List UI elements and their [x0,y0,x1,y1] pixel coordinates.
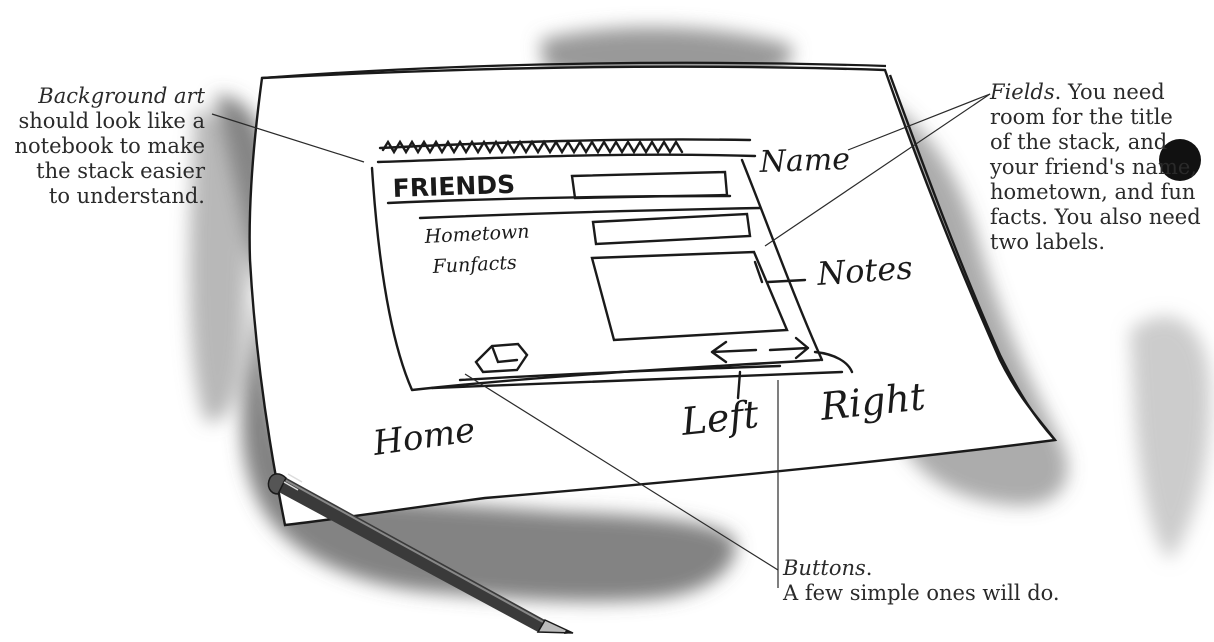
sketch-funfacts-label: Funfacts [431,252,517,278]
buttons-lead-suffix: . [866,556,873,580]
background-art-line: should look like a [5,109,205,134]
background-art-line: to understand. [5,184,205,209]
fields-lead: Fields [990,80,1055,104]
background-art-caption: Background art should look like a notebo… [5,84,205,209]
sketch-title-text: FRIENDS [392,170,515,203]
buttons-caption: Buttons. A few simple ones will do. [783,556,1083,606]
notes-label: Notes [815,248,914,293]
fields-line: facts. You also need [990,205,1210,230]
background-art-lead: Background art [5,84,205,109]
fields-line: room for the title [990,105,1210,130]
fields-lead-suffix: . You need [1055,80,1165,104]
fields-line: two labels. [990,230,1210,255]
left-label: Left [678,392,761,444]
buttons-line: A few simple ones will do. [783,581,1083,606]
background-art-line: notebook to make [5,134,205,159]
fields-line: hometown, and fun [990,180,1210,205]
fields-caption: Fields. You need room for the title of t… [990,80,1210,255]
fields-line: your friend's name, [990,155,1210,180]
fields-line: of the stack, and [990,130,1210,155]
name-label: Name [758,142,851,180]
background-art-line: the stack easier [5,159,205,184]
buttons-lead: Buttons [783,556,866,580]
